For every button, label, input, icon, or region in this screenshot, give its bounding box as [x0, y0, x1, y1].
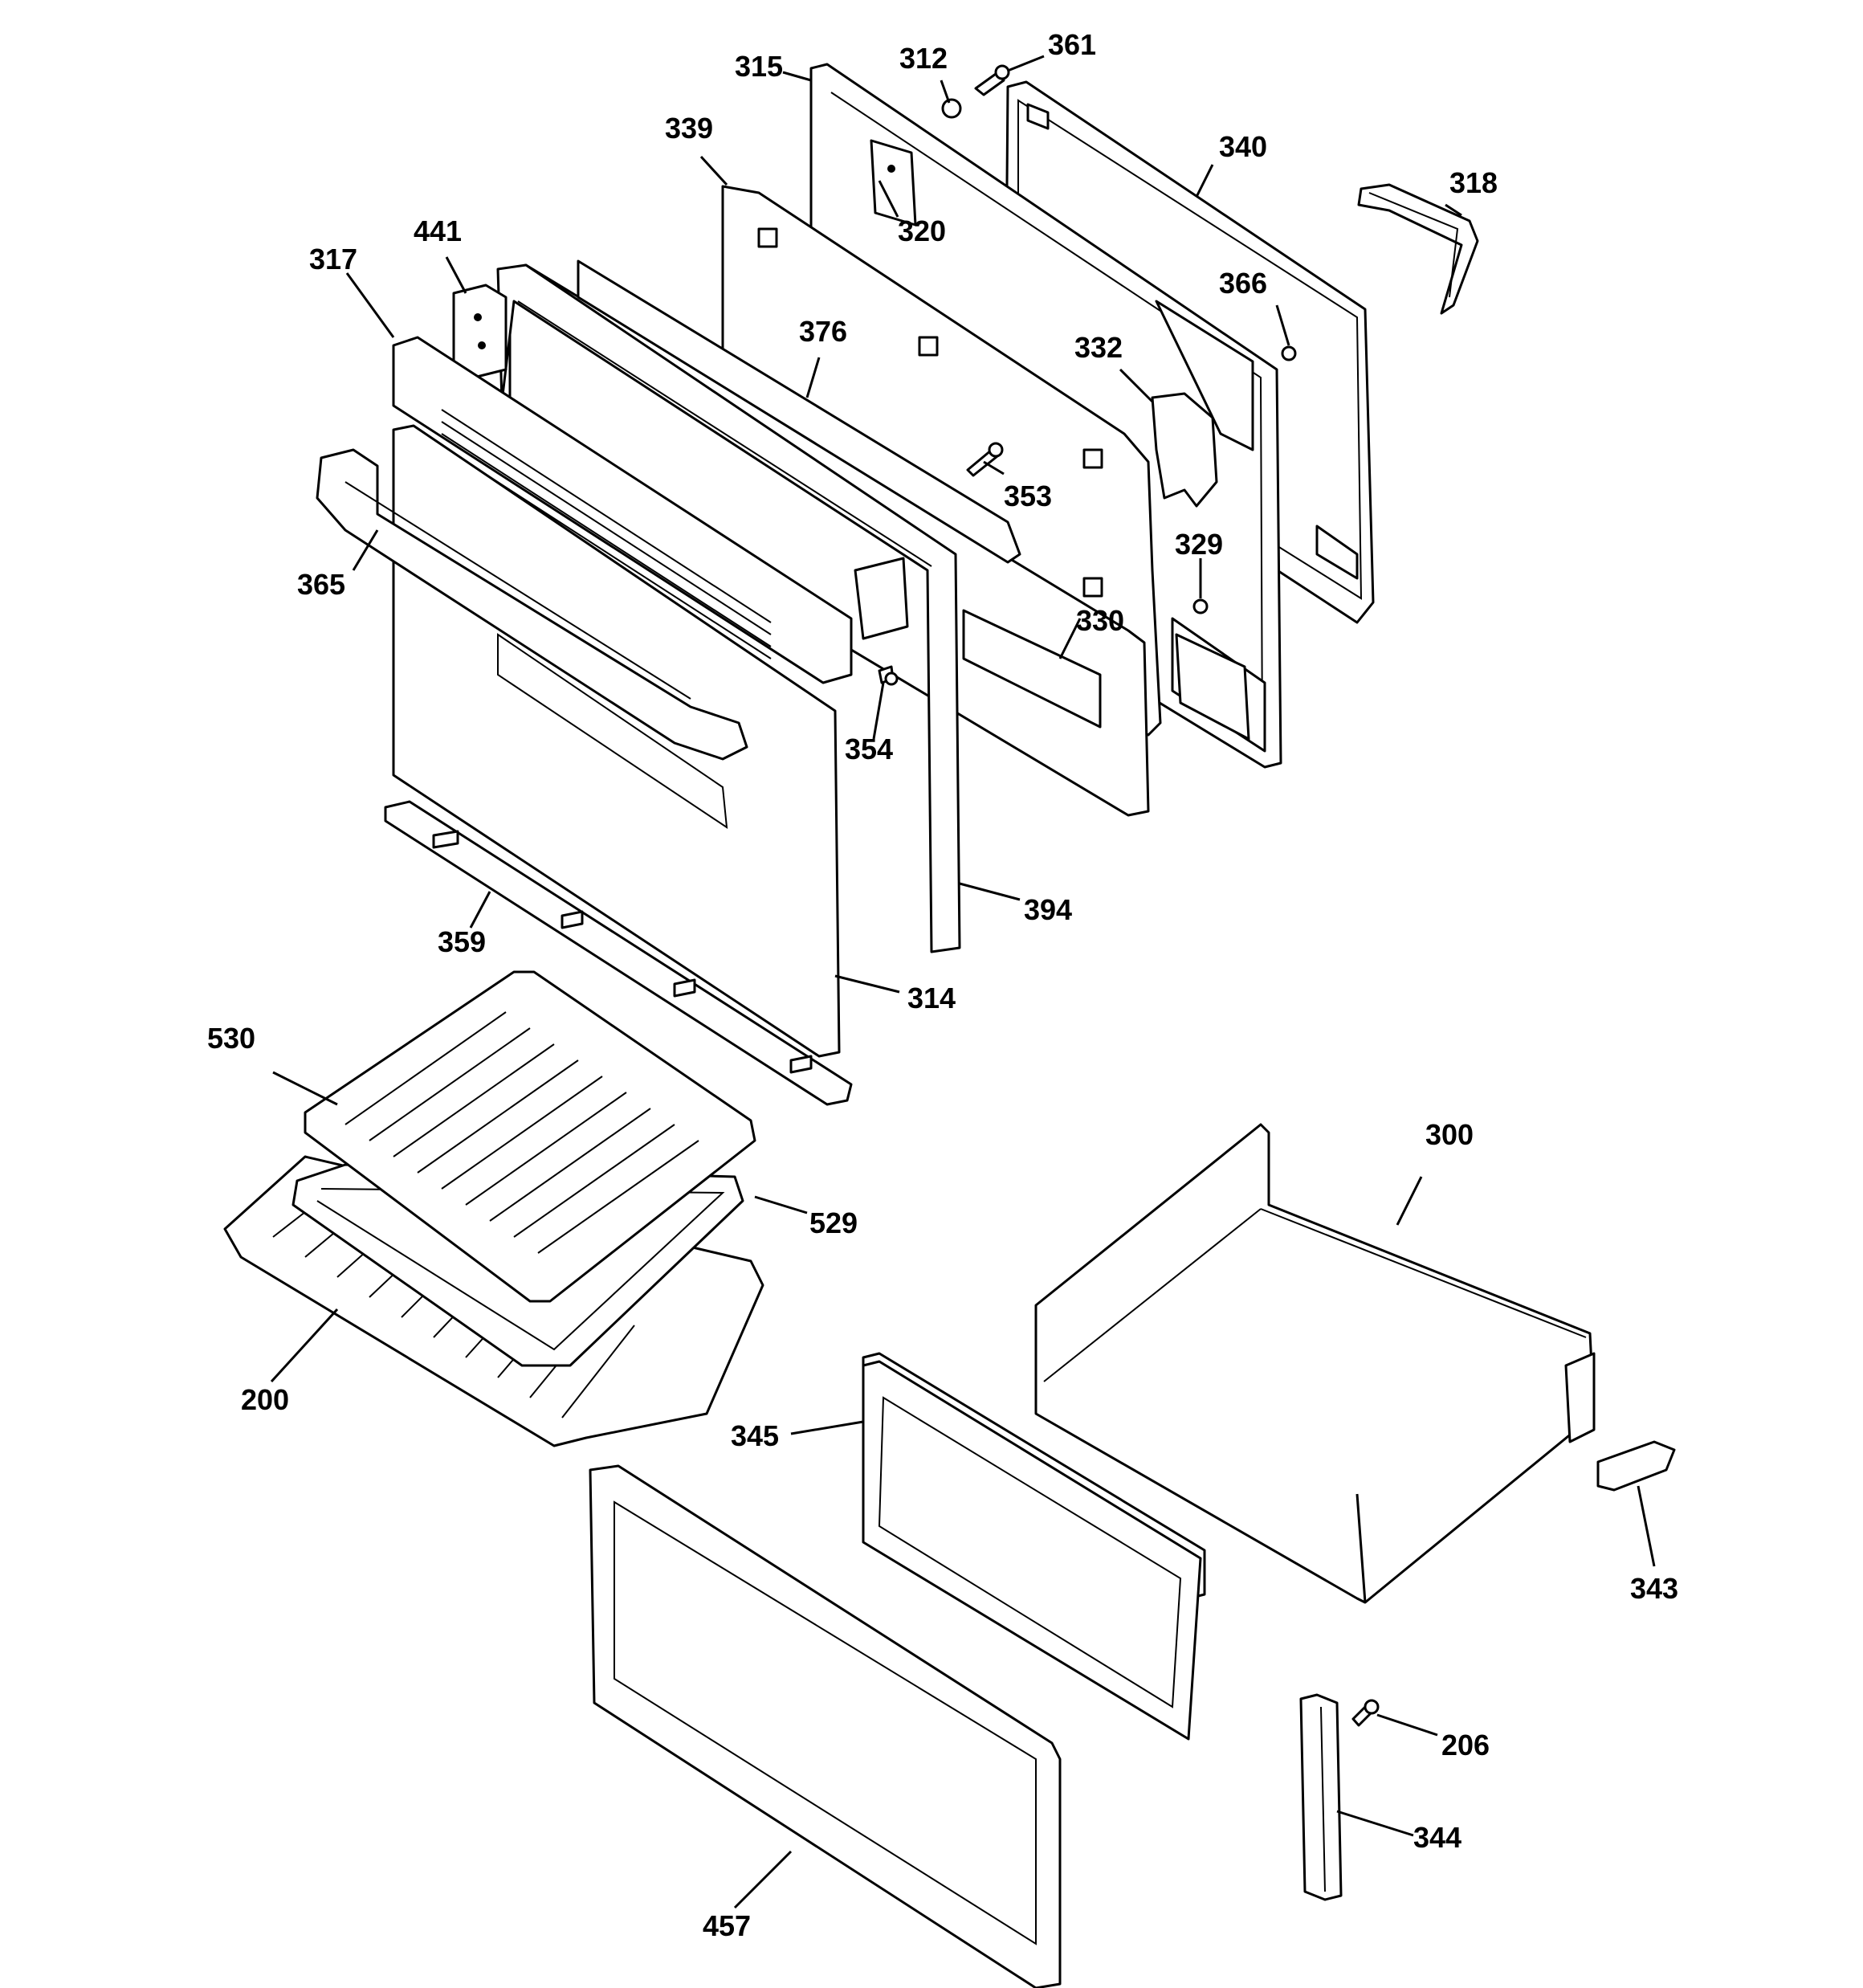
part-gasket-strip: [1357, 183, 1479, 315]
part-lower-hinge: [854, 557, 1250, 741]
part-label-343: 343: [1630, 1572, 1678, 1605]
part-label-330: 330: [1076, 604, 1124, 637]
part-label-332: 332: [1074, 331, 1123, 364]
part-label-318: 318: [1449, 166, 1498, 199]
part-drawer-front-panel: [589, 1464, 1062, 1988]
part-drawer-clip: [1596, 1440, 1676, 1492]
part-screw-329: [1192, 598, 1209, 614]
part-drawer-front-liner: [862, 1352, 1206, 1741]
part-label-353: 353: [1004, 480, 1052, 512]
part-label-441: 441: [414, 214, 462, 247]
part-door-handle: [316, 448, 748, 761]
part-label-200: 200: [241, 1383, 289, 1416]
part-labels: 315 312 361 339 340 318 320 317 441 366 …: [207, 28, 1678, 1942]
part-label-206: 206: [1441, 1729, 1490, 1761]
part-hinge-bracket: [452, 284, 508, 379]
part-door-bottom-trim: [384, 800, 853, 1106]
part-label-529: 529: [809, 1206, 858, 1239]
part-screw-361: [974, 64, 1010, 96]
part-label-366: 366: [1219, 267, 1267, 300]
part-label-345: 345: [731, 1419, 779, 1452]
part-label-530: 530: [207, 1022, 255, 1055]
part-label-394: 394: [1024, 893, 1072, 926]
part-label-314: 314: [907, 982, 956, 1014]
part-label-312: 312: [899, 42, 948, 75]
part-label-300: 300: [1425, 1118, 1474, 1151]
part-label-320: 320: [898, 214, 946, 247]
part-screw-354: [878, 665, 899, 686]
part-upper-hinge: [870, 139, 917, 227]
part-drawer-rail: [1299, 1693, 1343, 1901]
part-label-361: 361: [1048, 28, 1096, 61]
part-nut-312: [941, 98, 962, 119]
part-label-339: 339: [665, 112, 713, 145]
part-outer-door-panel: [392, 424, 841, 1058]
part-label-340: 340: [1219, 130, 1267, 163]
part-label-344: 344: [1413, 1821, 1461, 1854]
part-label-315: 315: [735, 50, 783, 83]
leader-lines: [270, 55, 1656, 1909]
part-broiler-grid: [304, 970, 756, 1303]
part-screw-206: [1351, 1699, 1380, 1727]
part-foam-block: [1151, 392, 1218, 508]
part-label-329: 329: [1175, 528, 1223, 561]
part-label-365: 365: [297, 568, 345, 601]
part-label-354: 354: [845, 733, 893, 765]
part-drawer-body: [1034, 1123, 1596, 1604]
part-screw-353: [966, 442, 1004, 477]
part-label-457: 457: [703, 1909, 751, 1942]
part-label-317: 317: [309, 243, 357, 276]
grid-slots: [344, 1011, 699, 1254]
part-screw-366: [1281, 345, 1297, 361]
part-label-359: 359: [438, 925, 486, 958]
part-label-376: 376: [799, 315, 847, 348]
